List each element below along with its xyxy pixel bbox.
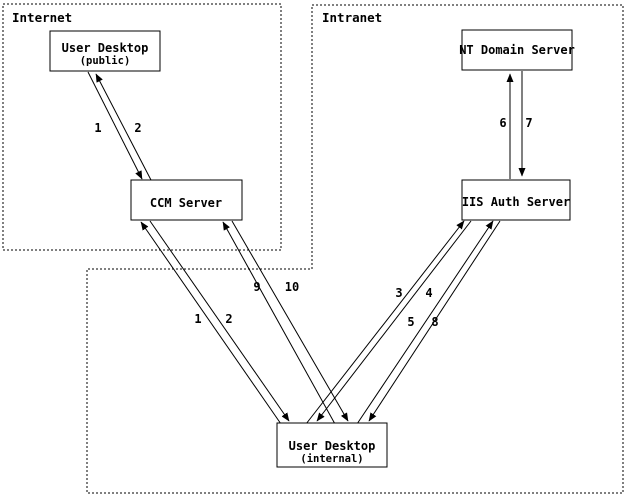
flow-label-5: 5: [407, 315, 414, 329]
intranet-zone-label: Intranet: [322, 10, 382, 25]
arrow-10-ccm-to-internal: [231, 220, 349, 422]
flow-label-2-internal: 2: [225, 312, 232, 326]
node-user-desktop-internal-subtitle: (internal): [300, 453, 363, 465]
arrow-1-internal-to-ccm: [140, 221, 282, 425]
node-iis-auth-server-title: IIS Auth Server: [462, 195, 570, 209]
node-nt-domain-server-title: NT Domain Server: [459, 43, 575, 57]
node-user-desktop-internal: [276, 422, 388, 468]
node-nt-domain-server: [461, 29, 573, 71]
flow-label-10: 10: [285, 280, 299, 294]
node-user-desktop-public: [49, 30, 161, 72]
flow-label-3: 3: [395, 286, 402, 300]
intranet-zone-border: [86, 4, 624, 494]
arrow-5-internal-to-iis: [356, 220, 494, 425]
arrow-9-internal-to-ccm: [222, 221, 336, 425]
node-ccm-server: [130, 179, 243, 221]
arrow-8-iis-to-internal: [368, 220, 501, 422]
flow-label-6: 6: [499, 116, 506, 130]
flow-label-1-internal: 1: [194, 312, 201, 326]
arrow-2-ccm-to-public: [95, 73, 152, 181]
arrow-4-iis-to-internal: [316, 220, 472, 422]
flow-label-8: 8: [431, 315, 438, 329]
flow-label-2-public: 2: [134, 121, 141, 135]
node-ccm-server-title: CCM Server: [150, 196, 222, 210]
internet-zone-border: [2, 3, 282, 251]
flow-label-9: 9: [253, 280, 260, 294]
node-iis-auth-server: [461, 179, 571, 221]
internet-zone-label: Internet: [12, 10, 72, 25]
arrow-3-internal-to-iis: [305, 220, 465, 425]
arrow-1-public-to-ccm: [87, 71, 143, 180]
arrow-2-ccm-to-internal: [149, 220, 290, 422]
flow-label-4: 4: [425, 286, 432, 300]
flow-label-7: 7: [525, 116, 532, 130]
flow-label-1-public: 1: [94, 121, 101, 135]
node-user-desktop-public-title: User Desktop: [62, 41, 149, 55]
node-user-desktop-public-subtitle: (public): [80, 55, 131, 67]
node-user-desktop-internal-title: User Desktop: [289, 439, 376, 453]
